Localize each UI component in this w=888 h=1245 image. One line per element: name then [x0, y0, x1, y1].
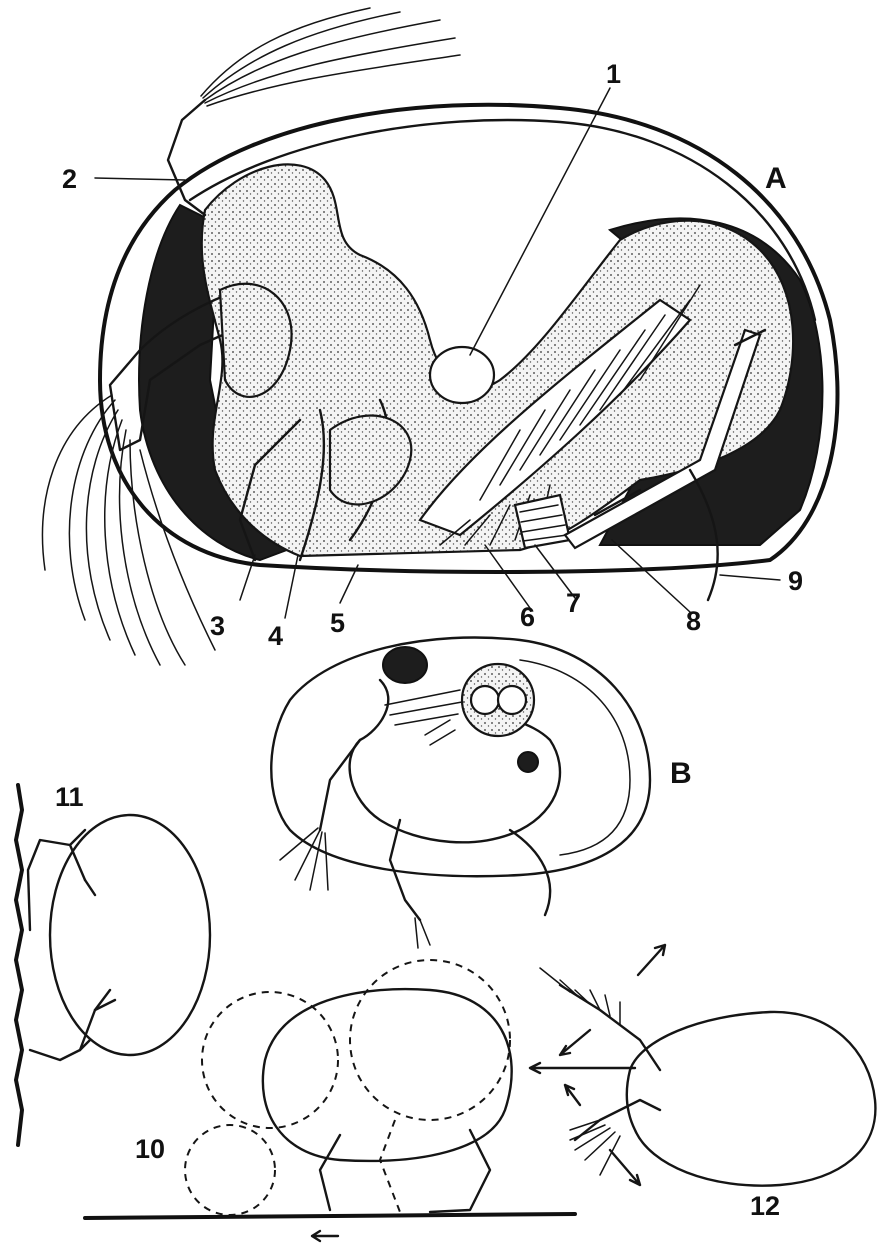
panel-10-leg-front — [320, 1135, 340, 1210]
panel-b-antenna-setae — [280, 828, 328, 890]
panel-a-letter: A — [765, 162, 787, 195]
panel-a-antennule-setae — [201, 8, 460, 106]
callout-6: 6 — [520, 602, 535, 632]
panel-12-shell — [627, 1012, 876, 1186]
callout-12: 12 — [750, 1191, 780, 1221]
panel-b-organ-small — [518, 752, 538, 772]
panel-10-ghost-right — [350, 960, 510, 1120]
callout-9: 9 — [788, 566, 803, 596]
panel-11-shell — [50, 815, 210, 1055]
panel-11-antenna-lower — [30, 990, 110, 1060]
panel-b-eye — [383, 647, 427, 683]
callout-3: 3 — [210, 611, 225, 641]
panel-10-arrow — [312, 1231, 338, 1241]
callout-7: 7 — [566, 588, 581, 618]
callout-10: 10 — [135, 1134, 165, 1164]
panel-b-letter: B — [670, 757, 692, 790]
callout-4: 4 — [268, 621, 283, 651]
panel-b-striations — [385, 690, 462, 745]
panel-12-antenna-lower — [575, 1100, 660, 1140]
callout-5: 5 — [330, 608, 345, 638]
panel-b-drawing — [271, 638, 650, 949]
panel-11-drawing — [16, 785, 210, 1145]
panel-12-antenna-upper — [560, 985, 660, 1070]
panel-10-ghost-left — [202, 992, 338, 1128]
panel-a-drawing — [43, 8, 838, 665]
panel-12-setae-lower — [570, 1120, 620, 1175]
panel-10-drawing — [85, 960, 575, 1241]
callout-8: 8 — [686, 606, 701, 636]
callout-2: 2 — [62, 164, 77, 194]
panel-10-shell — [263, 989, 512, 1161]
panel-a-organ-1 — [430, 347, 494, 403]
panel-b-shell — [271, 638, 650, 877]
panel-10-leg-back — [430, 1130, 490, 1212]
callout-1: 1 — [606, 59, 621, 89]
panel-11-wall — [16, 785, 22, 1145]
callout-11: 11 — [55, 782, 84, 812]
panel-10-ghost-bottom — [185, 1125, 275, 1215]
panel-b-antenna — [320, 740, 360, 830]
panel-10-ground — [85, 1214, 575, 1218]
panel-a-antennule — [168, 100, 205, 215]
panel-12-drawing — [530, 945, 875, 1186]
